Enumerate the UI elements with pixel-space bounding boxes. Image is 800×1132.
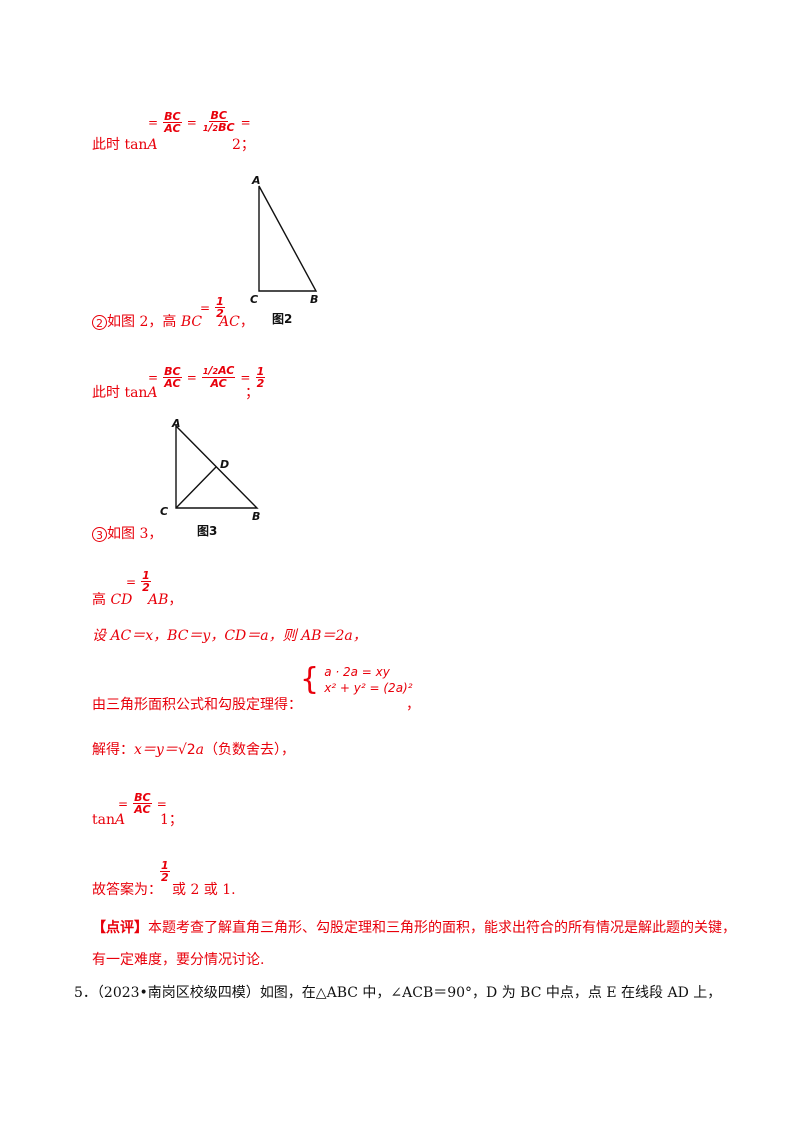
answer-prefix: 故答案为： bbox=[92, 882, 162, 898]
equation-2: x² + y² = (2a)² bbox=[324, 681, 413, 695]
fig3-label-a: A bbox=[172, 417, 181, 430]
height-cd-text: 高 CD bbox=[92, 592, 133, 608]
triangle-abc-2 bbox=[258, 185, 318, 292]
comment-tag: 【点评】 bbox=[92, 920, 148, 936]
answer-tail: 或 2 或 1. bbox=[172, 882, 236, 898]
tan-a-label-3: 此时 tanA bbox=[92, 385, 158, 401]
figure-3 bbox=[175, 424, 259, 509]
comment-line-1: 【点评】本题考查了解直角三角形、勾股定理和三角形的面积，能求出符合的所有情况是解… bbox=[92, 920, 736, 936]
solution-line: 解得：x＝y＝√2a（负数舍去）， bbox=[92, 742, 295, 758]
tan-a-label-1: 此时 tanA bbox=[92, 137, 158, 153]
ac-text-2: AC， bbox=[219, 314, 254, 330]
fig3-label-b: B bbox=[252, 510, 261, 523]
ab-text-5: AB， bbox=[148, 592, 183, 608]
fig2-label-a: A bbox=[252, 174, 261, 187]
assumption-line: 设 AC＝x，BC＝y，CD＝a，则 AB＝2a， bbox=[92, 628, 367, 644]
equation-1: a · 2a = xy bbox=[324, 665, 390, 679]
circle-number-2: 2 bbox=[92, 314, 107, 330]
fig3-caption: 图3 bbox=[197, 524, 218, 538]
fig2-label-b: B bbox=[310, 293, 319, 306]
area-pythag-text: 由三角形面积公式和勾股定理得： bbox=[92, 697, 302, 713]
circle-number-3: 3 bbox=[92, 526, 107, 542]
fig3-label-c: C bbox=[160, 505, 169, 518]
tan-a-label-9: tanA bbox=[92, 812, 126, 828]
triangle-abc-3 bbox=[175, 424, 259, 509]
question-5: 5．（2023•南岗区校级四模）如图，在△ABC 中，∠ACB＝90°，D 为 … bbox=[74, 985, 722, 1001]
result-1: 2； bbox=[232, 137, 255, 153]
fig3-label-d: D bbox=[220, 458, 230, 471]
fig2-label-c: C bbox=[250, 293, 259, 306]
comment-line-2: 有一定难度，要分情况讨论. bbox=[92, 952, 265, 968]
equation-system: { a · 2a = xy x² + y² = (2a)² bbox=[300, 662, 413, 697]
figure-2 bbox=[258, 185, 318, 292]
result-9: 1； bbox=[160, 812, 183, 828]
comma-7: ， bbox=[406, 697, 420, 713]
fig2-caption: 图2 bbox=[272, 312, 293, 326]
semicolon-3: ； bbox=[245, 385, 259, 401]
segment-cd bbox=[175, 466, 217, 509]
